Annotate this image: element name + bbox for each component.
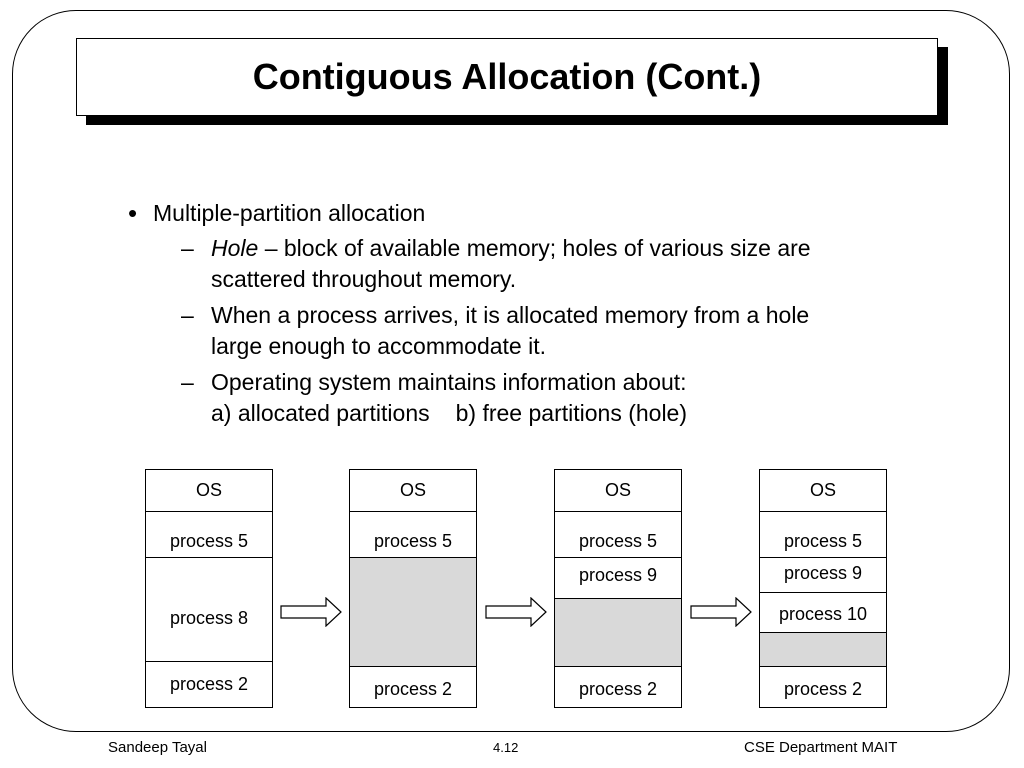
memory-partition: process 9	[555, 557, 681, 598]
hole-definition: – block of available memory; holes of va…	[258, 235, 811, 261]
slide-title: Contiguous Allocation (Cont.)	[252, 56, 762, 97]
partition-label: OS	[809, 480, 836, 500]
memory-state-2: OS process 5 process 2	[349, 469, 477, 708]
memory-partition: OS	[555, 470, 681, 511]
partition-label: process 10	[778, 604, 868, 624]
memory-partition: process 5	[350, 511, 476, 557]
partition-label: OS	[399, 480, 426, 500]
memory-partition: process 10	[760, 592, 886, 632]
sub-bullet-hole: – Hole – block of available memory; hole…	[128, 233, 928, 295]
footer-department: CSE Department MAIT	[744, 739, 898, 756]
bullet-dot: •	[128, 198, 138, 228]
hole-definition-line2: scattered throughout memory.	[211, 266, 517, 292]
memory-partition: process 5	[555, 511, 681, 557]
memory-partition: process 2	[760, 666, 886, 709]
dash-marker: –	[181, 302, 194, 328]
bullet-list: • Multiple-partition allocation – Hole –…	[128, 198, 928, 434]
sub-bullet-os-info: – Operating system maintains information…	[128, 367, 928, 429]
memory-partition: process 8	[146, 557, 272, 661]
partition-label: process 5	[169, 531, 249, 551]
title-box: Contiguous Allocation (Cont.)	[76, 38, 938, 116]
memory-hole	[555, 598, 681, 666]
partition-label: process 2	[783, 679, 863, 699]
partition-label: process 5	[373, 531, 453, 551]
partition-label: process 5	[578, 531, 658, 551]
os-info-line1: Operating system maintains information a…	[211, 369, 687, 395]
memory-hole	[350, 557, 476, 666]
partition-label: process 9	[783, 563, 863, 583]
partition-label: OS	[195, 480, 222, 500]
memory-partition: OS	[146, 470, 272, 511]
transition-arrow-icon	[690, 597, 752, 627]
memory-partition: process 2	[555, 666, 681, 709]
slide-frame	[12, 10, 1010, 732]
allocated-partitions: a) allocated partitions	[211, 400, 430, 426]
partition-label: process 5	[783, 531, 863, 551]
dash-marker: –	[181, 369, 194, 395]
arrival-line2: large enough to accommodate it.	[211, 333, 546, 359]
partition-label: process 2	[169, 674, 249, 694]
bullet-item: • Multiple-partition allocation	[128, 198, 928, 229]
transition-arrow-icon	[280, 597, 342, 627]
memory-partition: OS	[760, 470, 886, 511]
memory-partition: process 2	[146, 661, 272, 709]
partition-label: OS	[604, 480, 631, 500]
partition-label: process 2	[578, 679, 658, 699]
bullet-text: Multiple-partition allocation	[153, 200, 426, 226]
memory-partition: process 2	[350, 666, 476, 709]
dash-marker: –	[181, 235, 194, 261]
sub-bullet-arrival: – When a process arrives, it is allocate…	[128, 300, 928, 362]
memory-partition: OS	[350, 470, 476, 511]
transition-arrow-icon	[485, 597, 547, 627]
partition-label: process 9	[578, 565, 658, 585]
memory-partition: process 9	[760, 557, 886, 592]
memory-hole	[760, 632, 886, 666]
memory-state-1: OS process 5 process 8 process 2	[145, 469, 273, 708]
memory-partition: process 5	[760, 511, 886, 557]
memory-partition: process 5	[146, 511, 272, 557]
free-partitions: b) free partitions (hole)	[455, 400, 688, 426]
footer-page-number: 4.12	[493, 740, 519, 755]
partition-label: process 2	[373, 679, 453, 699]
memory-state-4: OS process 5 process 9 process 10 process 2	[759, 469, 887, 708]
arrival-line1: When a process arrives, it is allocated …	[211, 302, 810, 328]
footer-author: Sandeep Tayal	[108, 739, 207, 756]
hole-term: Hole	[211, 235, 259, 261]
memory-state-3: OS process 5 process 9 process 2	[554, 469, 682, 708]
partition-label: process 8	[169, 608, 249, 628]
